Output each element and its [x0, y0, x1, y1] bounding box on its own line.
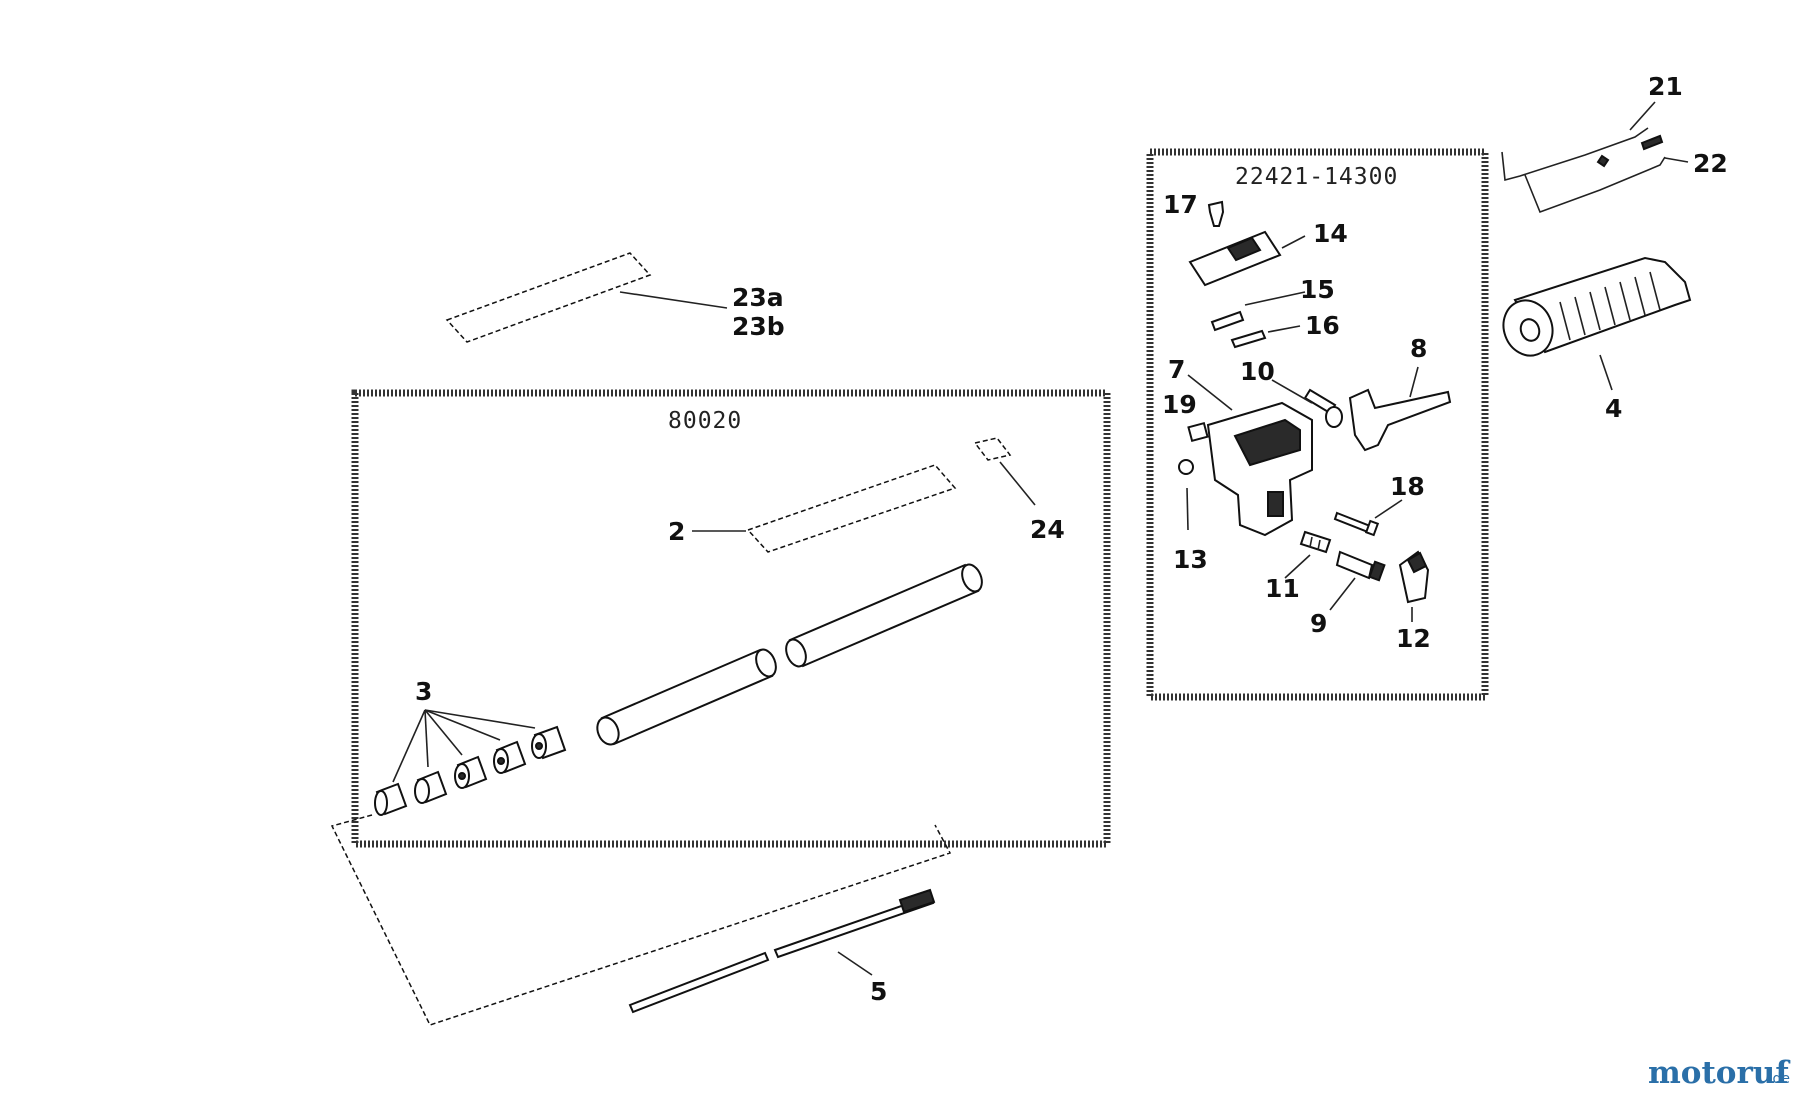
bushing-icon	[414, 770, 448, 804]
part-23-decal: 23a 23b	[445, 252, 785, 343]
motoruf-watermark: motoruf .de	[1648, 1055, 1790, 1091]
bushing-icon	[531, 725, 567, 760]
kit-80020-code: 80020	[668, 408, 742, 434]
part-21-22-cables: 21 22	[1501, 72, 1728, 214]
part-5-flex-shaft: 5	[330, 814, 952, 1026]
callout-12: 12	[1396, 624, 1431, 653]
callout-16: 16	[1305, 311, 1340, 340]
callout-17: 17	[1163, 190, 1198, 219]
callout-13: 13	[1173, 545, 1208, 574]
part-4-grip: 4	[1502, 256, 1692, 423]
callout-4: 4	[1605, 394, 1622, 423]
callout-19: 19	[1162, 390, 1197, 419]
part-7-housing: 7	[1168, 355, 1313, 537]
part-12-cap: 12	[1396, 550, 1431, 653]
callout-2: 2	[668, 517, 685, 546]
callout-22: 22	[1693, 149, 1728, 178]
callout-21: 21	[1648, 72, 1683, 101]
watermark-suffix: .de	[1768, 1071, 1790, 1087]
callout-9: 9	[1310, 609, 1327, 638]
callout-5: 5	[870, 977, 887, 1006]
part-9-plunger: 9	[1310, 550, 1386, 638]
callout-3: 3	[415, 677, 432, 706]
part-10-bolt: 10	[1240, 357, 1343, 428]
bushing-icon	[454, 755, 488, 789]
callout-23b: 23b	[732, 312, 785, 341]
callout-15: 15	[1300, 275, 1335, 304]
part-8-lever: 8	[1348, 334, 1452, 452]
part-2-decal: 2	[668, 464, 957, 553]
callout-23a: 23a	[732, 283, 784, 312]
part-18-screw: 18	[1333, 472, 1425, 537]
callout-10: 10	[1240, 357, 1275, 386]
callout-11: 11	[1265, 574, 1300, 603]
part-15-spring: 15	[1210, 275, 1335, 332]
bushing-icon	[374, 782, 408, 816]
part-17-pin: 17	[1163, 190, 1225, 227]
part-11-spring: 11	[1265, 530, 1332, 603]
part-13-nut: 13	[1173, 459, 1208, 574]
bushing-icon	[493, 740, 527, 774]
part-16-pin: 16	[1230, 311, 1340, 349]
part-3-bushings: 3	[374, 677, 567, 816]
part-14-cover: 14	[1188, 219, 1348, 287]
part-24-sticker: 24	[973, 437, 1065, 544]
callout-7: 7	[1168, 355, 1185, 384]
watermark-brand: motoruf	[1648, 1055, 1790, 1091]
callout-14: 14	[1313, 219, 1348, 248]
callout-8: 8	[1410, 334, 1427, 363]
kit-80020-group: 80020 24 2	[351, 389, 1111, 848]
drive-shaft-tube	[596, 563, 983, 746]
callout-18: 18	[1390, 472, 1425, 501]
part-19-nut: 19	[1162, 390, 1209, 443]
kit-80020-frame	[351, 389, 1111, 848]
callout-24: 24	[1030, 515, 1065, 544]
kit-22421-14300-group: 22421-14300 17 14 15 16	[1146, 148, 1489, 701]
kit-22421-code: 22421-14300	[1235, 164, 1398, 190]
